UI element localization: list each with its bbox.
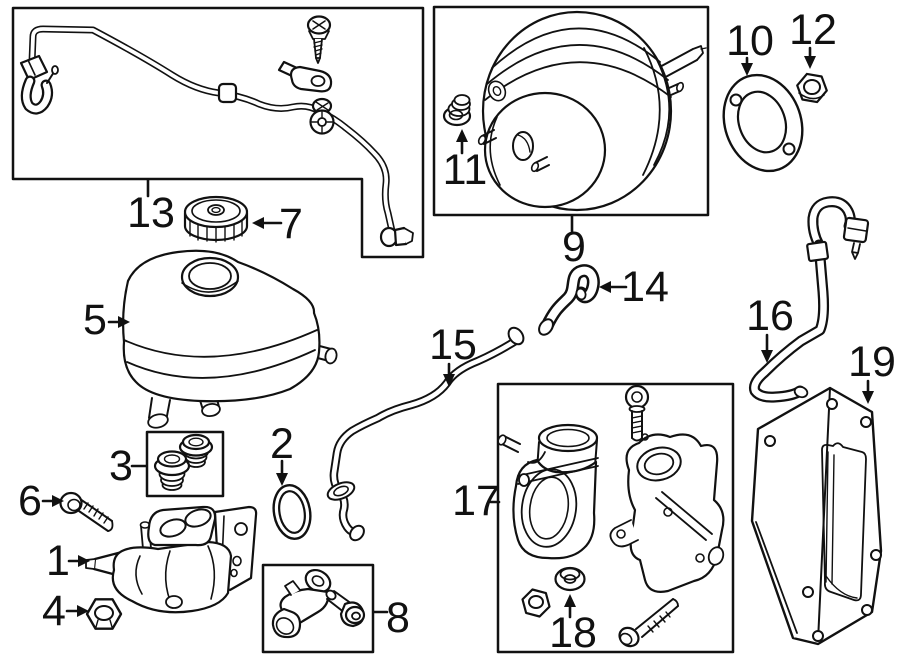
callouts: 1 2 3 4 5 6 7 bbox=[18, 6, 896, 657]
mounting-bolt bbox=[59, 491, 114, 532]
callout-2-label: 2 bbox=[270, 420, 294, 468]
pump-long-bolt bbox=[618, 598, 679, 648]
callout-7: 7 bbox=[252, 200, 303, 248]
heat-shield-bracket bbox=[750, 386, 883, 646]
flange-nut bbox=[796, 72, 828, 104]
callout-1-label: 1 bbox=[46, 537, 70, 585]
callout-16: 16 bbox=[746, 292, 794, 363]
callout-18: 18 bbox=[549, 594, 597, 657]
callout-10: 10 bbox=[726, 17, 774, 76]
pump-grommet bbox=[554, 566, 586, 592]
p-clamp-bracket bbox=[277, 60, 333, 93]
pump-bolt bbox=[624, 384, 650, 442]
vacuum-pump-box bbox=[496, 382, 735, 654]
callout-14-label: 14 bbox=[621, 263, 669, 311]
callout-16-label: 16 bbox=[746, 292, 794, 340]
callout-11: 11 bbox=[443, 129, 488, 194]
booster-gasket bbox=[722, 73, 804, 173]
callout-6-label: 6 bbox=[18, 477, 42, 525]
brake-line-assembly-box bbox=[11, 6, 425, 259]
callout-8: 8 bbox=[372, 594, 410, 642]
callout-9-label: 9 bbox=[562, 223, 586, 271]
vacuum-hose bbox=[749, 196, 870, 403]
callout-7-label: 7 bbox=[279, 200, 303, 248]
callout-15-label: 15 bbox=[429, 321, 477, 369]
mounting-nut bbox=[85, 598, 123, 630]
callout-18-label: 18 bbox=[549, 609, 597, 657]
pump-bracket bbox=[609, 433, 725, 593]
hose-sleeve-clamp bbox=[806, 240, 829, 263]
callout-19: 19 bbox=[848, 338, 896, 404]
callout-8-label: 8 bbox=[386, 594, 410, 642]
power-brake-booster bbox=[477, 10, 707, 212]
callout-5-label: 5 bbox=[83, 296, 107, 344]
pump-nut bbox=[521, 588, 551, 618]
callout-4-label: 4 bbox=[42, 587, 66, 635]
callout-9: 9 bbox=[562, 214, 586, 271]
callout-13: 13 bbox=[127, 178, 175, 237]
mounting-screw bbox=[306, 15, 332, 64]
callout-13-label: 13 bbox=[127, 189, 175, 237]
callout-12-label: 12 bbox=[789, 6, 837, 54]
callout-19-label: 19 bbox=[848, 338, 896, 386]
reservoir-cap bbox=[183, 195, 249, 243]
callout-12: 12 bbox=[789, 6, 837, 69]
sensor-bracket bbox=[271, 568, 332, 639]
check-valve-grommet bbox=[442, 94, 472, 127]
callout-14: 14 bbox=[599, 263, 669, 311]
callout-5: 5 bbox=[83, 296, 130, 344]
callout-15: 15 bbox=[429, 321, 477, 387]
bracket-bolt-box bbox=[261, 563, 375, 654]
brake-booster-box bbox=[432, 5, 710, 217]
callout-2: 2 bbox=[270, 420, 294, 486]
grommet-large bbox=[153, 450, 191, 491]
callout-4: 4 bbox=[42, 587, 89, 635]
callout-3-label: 3 bbox=[109, 442, 133, 490]
pipe-end-bolt bbox=[379, 226, 414, 248]
callout-6: 6 bbox=[18, 477, 64, 525]
banjo-fitting bbox=[19, 54, 49, 82]
u-hose bbox=[20, 65, 59, 115]
brake-master-cylinder bbox=[85, 505, 258, 614]
callout-17: 17 bbox=[452, 477, 501, 525]
elbow-hose bbox=[538, 264, 600, 336]
callout-3: 3 bbox=[109, 442, 148, 490]
socket-bolt bbox=[325, 589, 366, 628]
vacuum-pump bbox=[497, 423, 599, 560]
callout-10-label: 10 bbox=[726, 17, 774, 65]
callout-11-label: 11 bbox=[443, 146, 488, 194]
grommet-small bbox=[178, 433, 214, 468]
pipe-sleeve-clamp bbox=[217, 82, 238, 104]
o-ring-seal bbox=[272, 484, 312, 540]
brake-fluid-reservoir bbox=[122, 249, 338, 429]
pipe-clamp bbox=[309, 97, 335, 135]
reservoir-grommets-box bbox=[145, 430, 225, 498]
callout-1: 1 bbox=[46, 537, 90, 585]
